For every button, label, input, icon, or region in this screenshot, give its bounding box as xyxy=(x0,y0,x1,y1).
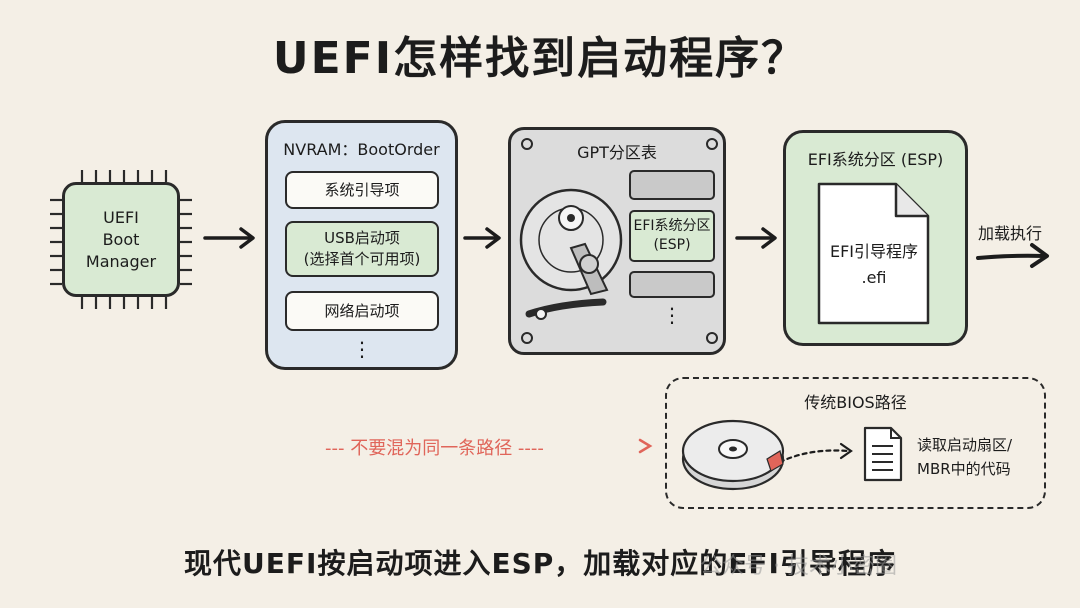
boot-entry-system: 系统引导项 xyxy=(285,171,439,209)
legacy-desc-line1: 读取启动扇区/ xyxy=(917,436,1013,454)
chip-label-line2: Boot Manager xyxy=(85,229,157,271)
legacy-arrow-head xyxy=(839,442,853,460)
flow-arrow-2 xyxy=(463,227,501,249)
efi-file-line2: .efi xyxy=(861,268,887,287)
nvram-bootorder-panel: NVRAM：BootOrder 系统引导项 USB启动项 (选择首个可用项) 网… xyxy=(265,120,458,370)
efi-file-line1: EFI引导程序 xyxy=(829,242,919,261)
warning-text: --- 不要混为同一条路径 ---- xyxy=(325,438,544,459)
boot-entry-system-label: 系统引导项 xyxy=(324,180,400,199)
boot-entry-network: 网络启动项 xyxy=(285,291,439,331)
chip-label-line1: UEFI xyxy=(103,207,139,227)
bottom-caption: 现代UEFI按启动项进入ESP，加载对应的EFI引导程序 xyxy=(184,547,896,580)
efi-file-icon xyxy=(817,182,930,325)
legacy-title: 传统BIOS路径 xyxy=(804,393,907,412)
screw-icon xyxy=(521,332,533,344)
nvram-more-dots: ⋮ xyxy=(352,337,372,361)
screw-icon xyxy=(706,332,718,344)
chip-pins xyxy=(50,170,192,309)
esp-title: EFI系统分区 (ESP) xyxy=(807,150,944,169)
warning-arrow-head xyxy=(638,438,653,454)
legacy-dotted-arrow xyxy=(778,449,850,464)
gpt-disk-panel: GPT分区表 EFI系统分区 (ESP) ⋮ xyxy=(508,127,726,355)
uefi-boot-manager-chip: UEFI Boot Manager xyxy=(62,182,180,297)
document-icon xyxy=(863,426,903,482)
partition-esp-line1: EFI系统分区 xyxy=(633,218,711,234)
nvram-title: NVRAM：BootOrder xyxy=(283,140,440,159)
hard-disk-icon xyxy=(519,188,623,320)
legacy-desc-line2: MBR中的代码 xyxy=(917,460,1011,478)
flow-arrow-3 xyxy=(735,227,777,249)
partition-esp: EFI系统分区 (ESP) xyxy=(629,210,715,262)
page-title: UEFI怎样找到启动程序？ xyxy=(272,33,808,84)
esp-panel: EFI系统分区 (ESP) EFI引导程序 .efi xyxy=(783,130,968,346)
flow-arrow-1 xyxy=(203,227,255,249)
boot-entry-usb: USB启动项 (选择首个可用项) xyxy=(285,221,439,277)
efi-file-label: EFI引导程序 .efi xyxy=(819,239,929,291)
boot-entry-usb-note: (选择首个可用项) xyxy=(303,250,421,268)
gpt-title: GPT分区表 xyxy=(577,143,657,162)
boot-entry-usb-label: USB启动项 xyxy=(324,229,400,247)
screw-icon xyxy=(521,138,533,150)
legacy-bios-box: 传统BIOS路径 读取启动扇区/ MBR中的代码 xyxy=(665,377,1046,509)
disk-platter-icon xyxy=(681,419,785,491)
gpt-more-dots: ⋮ xyxy=(662,303,682,327)
boot-entry-network-label: 网络启动项 xyxy=(324,301,400,320)
legacy-desc: 读取启动扇区/ MBR中的代码 xyxy=(917,433,1012,481)
screw-icon xyxy=(706,138,718,150)
partition-esp-line2: (ESP) xyxy=(653,237,691,253)
partition-slot xyxy=(629,271,715,298)
exec-arrow xyxy=(976,243,1049,268)
partition-slot xyxy=(629,170,715,200)
watermark: 公众号 · 技术小密圈 xyxy=(700,554,897,579)
exec-label: 加载执行 xyxy=(978,224,1043,243)
